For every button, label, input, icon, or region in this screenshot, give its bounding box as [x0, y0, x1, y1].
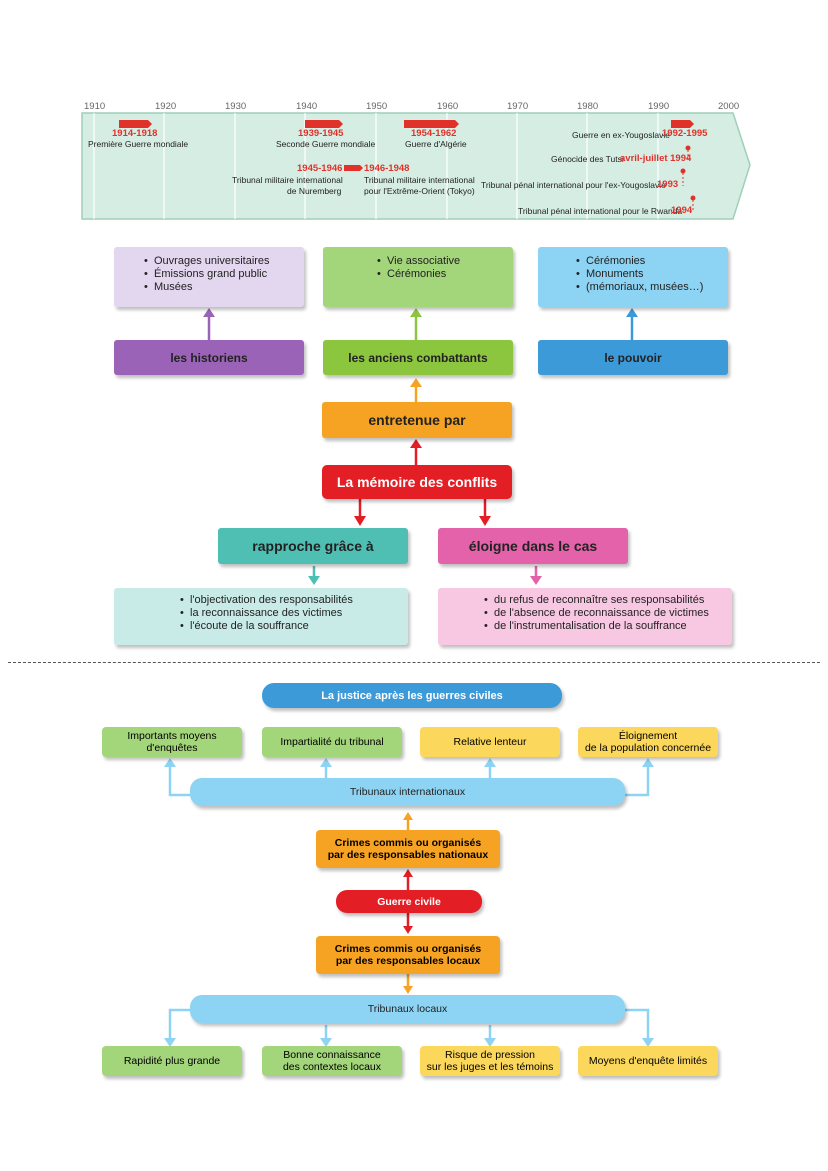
list-item: l'écoute de la souffrance: [178, 620, 408, 633]
event-label: Tribunal militaire international: [364, 175, 475, 185]
node-line: Éloignement: [618, 730, 678, 742]
civil-war-node: Guerre civile: [336, 890, 482, 913]
year-tick: 1920: [155, 101, 177, 112]
node-line: de la population concernée: [584, 742, 712, 754]
year-tick: 1950: [366, 101, 388, 112]
effect-slowness: Relative lenteur: [420, 727, 560, 757]
node-line: Crimes commis ou organisés: [334, 837, 482, 849]
list-item: Musées: [142, 281, 304, 294]
list-item: Monuments: [574, 268, 728, 281]
power-box: Cérémonies Monuments (mémoriaux, musées……: [538, 247, 728, 307]
list-item: Vie associative: [375, 255, 513, 268]
node-line: des contextes locaux: [282, 1061, 382, 1073]
event-label: Tribunal pénal international pour le Rwa…: [518, 206, 683, 216]
event-dates: 1945-1946: [297, 163, 343, 174]
event-label: de Nuremberg: [287, 186, 342, 196]
effect-local-knowledge: Bonne connaissance des contextes locaux: [262, 1046, 402, 1076]
effect-investigation-means: Importants moyens d'enquêtes: [102, 727, 242, 757]
list-item: Cérémonies: [375, 268, 513, 281]
international-tribunals: Tribunaux internationaux: [190, 778, 625, 806]
list-item: Cérémonies: [574, 255, 728, 268]
event-dates: 1993: [657, 179, 679, 190]
event-label: Génocide des Tutsi: [551, 154, 624, 164]
node-line: Bonne connaissance: [283, 1049, 381, 1061]
veterans-label: les anciens combattants: [323, 340, 513, 375]
node-line: par des responsables nationaux: [327, 849, 489, 861]
event-label: Première Guerre mondiale: [88, 139, 189, 149]
brings-closer-box: l'objectivation des responsabilités la r…: [114, 588, 408, 645]
section-divider: [8, 662, 820, 663]
event-dates: avril-juillet 1994: [620, 153, 692, 164]
distances-label: éloigne dans le cas: [438, 528, 628, 564]
brings-closer-label: rapproche grâce à: [218, 528, 408, 564]
year-tick: 1930: [225, 101, 247, 112]
year-tick: 1990: [648, 101, 670, 112]
node-line: sur les juges et les témoins: [426, 1061, 554, 1073]
crimes-national-node: Crimes commis ou organisés par des respo…: [316, 830, 500, 868]
year-tick: 2000: [718, 101, 740, 112]
list-item: Ouvrages universitaires: [142, 255, 304, 268]
maintained-by-label: entretenue par: [322, 402, 512, 438]
event-dates: 1992-1995: [662, 128, 708, 139]
event-label: Guerre en ex-Yougoslavie: [572, 130, 670, 140]
list-item: l'objectivation des responsabilités: [178, 594, 408, 607]
list-item: la reconnaissance des victimes: [178, 607, 408, 620]
event-label: Tribunal militaire international: [232, 175, 343, 185]
year-tick: 1970: [507, 101, 529, 112]
node-line: Risque de pression: [445, 1049, 535, 1061]
power-label: le pouvoir: [538, 340, 728, 375]
event-label: Tribunal pénal international pour l'ex-Y…: [481, 180, 666, 190]
list-item: Émissions grand public: [142, 268, 304, 281]
effect-impartiality: Impartialité du tribunal: [262, 727, 402, 757]
list-item: du refus de reconnaître ses responsabili…: [482, 594, 732, 607]
justice-title: La justice après les guerres civiles: [262, 683, 562, 708]
event-label: Guerre d'Algérie: [405, 139, 467, 149]
event-dates: 1939-1945: [298, 128, 344, 139]
node-line: Crimes commis ou organisés: [334, 943, 482, 955]
local-tribunals: Tribunaux locaux: [190, 995, 625, 1023]
memory-center-node: La mémoire des conflits: [322, 465, 512, 499]
event-dates: 1954-1962: [411, 128, 457, 139]
event-dates: 1946-1948: [364, 163, 410, 174]
event-label: Seconde Guerre mondiale: [276, 139, 376, 149]
year-tick: 1940: [296, 101, 318, 112]
crimes-local-node: Crimes commis ou organisés par des respo…: [316, 936, 500, 974]
year-tick: 1980: [577, 101, 599, 112]
effect-speed: Rapidité plus grande: [102, 1046, 242, 1076]
event-label: pour l'Extrême-Orient (Tokyo): [364, 186, 475, 196]
event-dates: 1914-1918: [112, 128, 158, 139]
distances-box: du refus de reconnaître ses responsabili…: [438, 588, 732, 645]
year-tick: 1960: [437, 101, 459, 112]
memory-arrows: [203, 308, 638, 585]
timeline-arrow: [81, 112, 751, 220]
effect-pressure-risk: Risque de pression sur les juges et les …: [420, 1046, 560, 1076]
list-item-continuation: (mémoriaux, musées…): [574, 281, 728, 294]
effect-remoteness: Éloignement de la population concernée: [578, 727, 718, 757]
year-tick: 1910: [84, 101, 106, 112]
historians-label: les historiens: [114, 340, 304, 375]
node-line: par des responsables locaux: [335, 955, 481, 967]
list-item: de l'absence de reconnaissance de victim…: [482, 607, 732, 620]
event-dates: 1994: [671, 205, 693, 216]
veterans-box: Vie associative Cérémonies: [323, 247, 513, 307]
effect-limited-means: Moyens d'enquête limités: [578, 1046, 718, 1076]
historians-box: Ouvrages universitaires Émissions grand …: [114, 247, 304, 307]
list-item: de l'instrumentalisation de la souffranc…: [482, 620, 732, 633]
list-item-text: (mémoriaux, musées…): [586, 281, 704, 293]
